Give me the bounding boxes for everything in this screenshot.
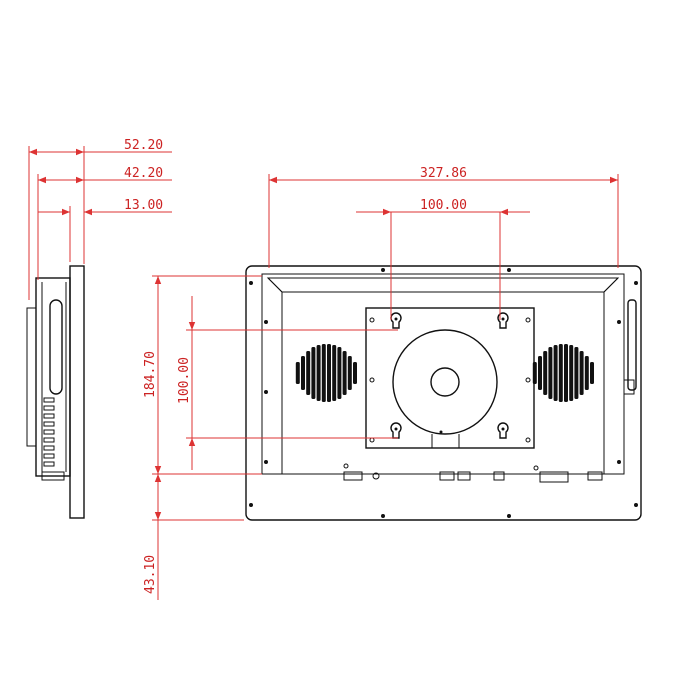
vesa-plate-outline	[365, 307, 535, 449]
grille-slot	[306, 351, 311, 395]
grille-slot	[353, 362, 357, 384]
vesa-keyhole-bottom-right	[497, 422, 509, 439]
vesa-keyhole-top-right	[497, 312, 509, 329]
grille-slot	[337, 347, 342, 399]
grille-slot	[543, 351, 548, 395]
label-side-depth-total: 52.20	[124, 138, 163, 153]
side-view	[26, 265, 85, 519]
grille-slot	[553, 345, 558, 401]
vesa-keyhole-top-left	[390, 312, 402, 329]
label-side-depth-mid: 42.20	[124, 166, 163, 181]
label-rear-width: 327.86	[420, 166, 467, 181]
grille-slot	[558, 344, 563, 402]
grille-slot	[327, 344, 331, 402]
side-vent-slot	[43, 405, 55, 411]
vesa-turntable	[392, 329, 498, 435]
grille-slot	[347, 356, 352, 390]
grille-slot	[332, 345, 337, 401]
side-vent-slot	[43, 461, 55, 467]
label-side-depth-front: 13.00	[124, 198, 163, 213]
label-bottom-offset: 43.10	[143, 555, 158, 594]
side-antenna	[49, 299, 63, 395]
rear-connector-ports	[343, 463, 603, 483]
label-rear-height: 184.70	[143, 351, 158, 398]
grille-slot	[548, 347, 553, 399]
grille-slot	[342, 351, 347, 395]
dimension-lines	[28, 146, 619, 600]
side-vent-slot	[43, 421, 55, 427]
grille-slot	[569, 345, 574, 401]
dimension-labels: 52.20 42.20 13.00 327.86 100.00 184.70 1…	[124, 138, 467, 594]
rear-antenna	[623, 299, 637, 395]
side-front-bezel	[69, 265, 85, 519]
side-vent-slot	[43, 437, 55, 443]
side-vent-slot	[43, 413, 55, 419]
right-speaker-grille	[532, 344, 594, 402]
grille-slot	[584, 356, 589, 390]
rear-view	[245, 265, 642, 521]
grille-slot	[538, 356, 542, 390]
grille-slot	[590, 362, 594, 384]
grille-slot	[301, 356, 305, 390]
frame-screw-holes	[249, 268, 638, 518]
grille-slot	[316, 345, 321, 401]
side-vent-slots	[43, 397, 55, 467]
left-speaker-grille	[295, 344, 357, 402]
side-vent-slot	[43, 445, 55, 451]
grille-slot	[321, 344, 326, 402]
grille-slot	[295, 362, 300, 384]
rear-inner-frame	[261, 273, 625, 475]
rear-outer-frame	[245, 265, 642, 521]
vesa-center-hole	[430, 367, 460, 397]
label-vesa-vertical: 100.00	[177, 357, 192, 404]
side-vent-slot	[43, 429, 55, 435]
vesa-keyhole-bottom-left	[390, 422, 402, 439]
vesa-mount-plate	[365, 307, 535, 449]
side-connector	[41, 471, 65, 481]
grille-slot	[579, 351, 584, 395]
side-vent-slot	[43, 453, 55, 459]
side-vent-slot	[43, 397, 55, 403]
grille-slot	[574, 347, 579, 399]
grille-slot	[311, 347, 316, 399]
grille-slot	[564, 344, 568, 402]
side-rear-plate	[26, 307, 37, 447]
label-vesa-horizontal: 100.00	[420, 198, 467, 213]
